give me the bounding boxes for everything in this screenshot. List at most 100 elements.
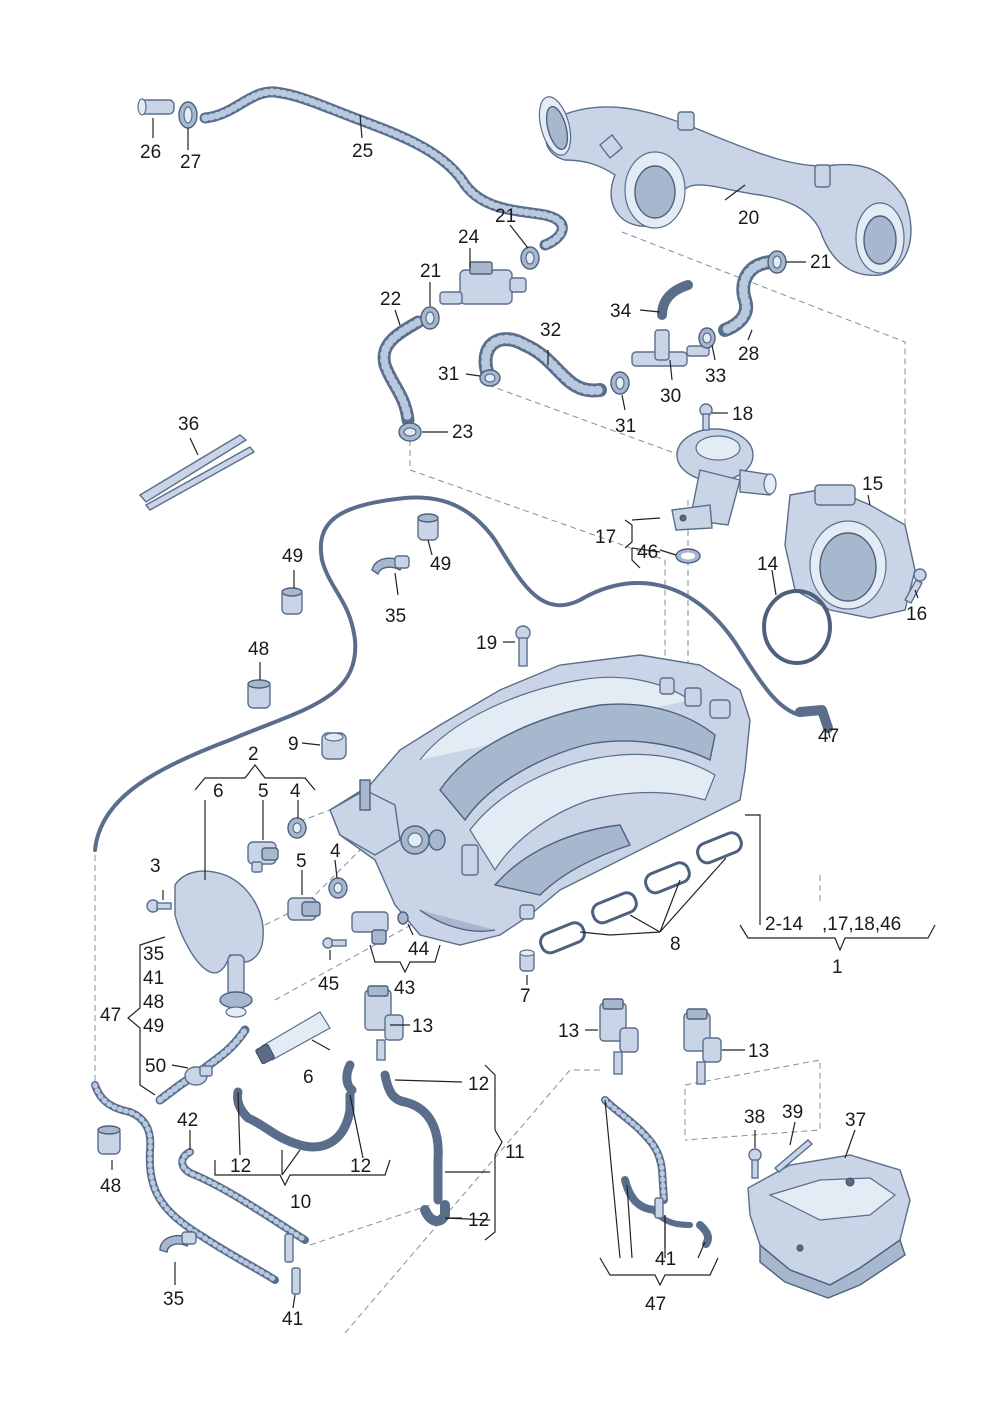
part-number-labels: 26 27 25 21 24 21 22 23 20 21 28 34 32 3… [100, 141, 927, 1330]
label-34: 34 [610, 301, 632, 322]
clip-33 [698, 327, 716, 349]
label-2-14: 2-14 [765, 914, 803, 935]
hose-28 [718, 255, 777, 337]
label-42: 42 [177, 1110, 198, 1131]
bolt-19 [515, 625, 531, 667]
solenoid-13-right [683, 1008, 722, 1085]
label-35-bottom: 35 [163, 1289, 184, 1310]
bush-49-top [417, 513, 439, 541]
bolt-38 [748, 1148, 762, 1179]
gaskets-8 [539, 831, 743, 955]
label-13-center: 13 [412, 1016, 433, 1037]
label-26: 26 [140, 142, 161, 163]
label-1: 1 [832, 957, 843, 978]
label-32: 32 [540, 320, 561, 341]
connector-41-bottom [284, 1233, 301, 1295]
label-22: 22 [380, 289, 401, 310]
label-9: 9 [288, 734, 299, 755]
label-35-top: 35 [385, 606, 406, 627]
cover-37 [747, 1154, 911, 1299]
label-15: 15 [862, 474, 883, 495]
label-50: 50 [145, 1056, 166, 1077]
label-6-bottom: 6 [303, 1067, 314, 1088]
label-20: 20 [738, 208, 759, 229]
check-valve-50 [184, 1065, 213, 1086]
clip-21-right [767, 250, 787, 274]
label-13-right: 13 [748, 1041, 769, 1062]
hose-32 [478, 332, 607, 398]
label-39: 39 [782, 1102, 803, 1123]
pcv-valve-17 [671, 428, 777, 531]
clip-27 [178, 101, 198, 129]
clip-31-right [610, 371, 630, 395]
brace-lines [127, 519, 936, 1287]
label-18: 18 [732, 404, 753, 425]
label-7: 7 [520, 986, 531, 1007]
label-4-bottom: 4 [330, 841, 341, 862]
clip-31-left [479, 369, 501, 387]
bush-48-bottom [97, 1125, 121, 1155]
label-46: 46 [637, 542, 658, 563]
vacuum-line-49 [93, 495, 822, 852]
clip-21-top [520, 246, 540, 270]
label-17-18-46: ,17,18,46 [822, 914, 901, 935]
hose-22 [377, 315, 425, 427]
label-47-left: 47 [100, 1005, 121, 1026]
label-36: 36 [178, 414, 199, 435]
label-31-right: 31 [615, 416, 636, 437]
label-5-bottom: 5 [296, 851, 307, 872]
hose-25 [199, 86, 568, 251]
label-25: 25 [352, 141, 373, 162]
label-41-right: 41 [655, 1249, 676, 1270]
solenoid-13-left [599, 998, 639, 1075]
sealant-tube-6 [255, 1011, 331, 1065]
intake-duct-20 [538, 96, 912, 276]
hose-47-middle [601, 1096, 712, 1248]
label-21-right: 21 [810, 252, 831, 273]
hose-47-right [795, 705, 833, 733]
label-30: 30 [660, 386, 681, 407]
bush-49-left [281, 587, 303, 615]
label-48-top: 48 [248, 639, 269, 660]
intake-manifold-1 [329, 654, 751, 946]
label-21-mid: 21 [420, 261, 441, 282]
clip-35-bottom [159, 1231, 197, 1253]
stud-39 [773, 1139, 814, 1173]
label-24: 24 [458, 227, 480, 248]
connector-41-right [654, 1197, 664, 1219]
label-41-bottom: 41 [282, 1309, 303, 1330]
hose-12-right [380, 1070, 450, 1226]
label-5-top: 5 [258, 781, 269, 802]
bolt-18 [699, 403, 713, 431]
label-3: 3 [150, 856, 161, 877]
label-48-left: 48 [143, 992, 164, 1013]
label-28: 28 [738, 344, 759, 365]
label-10: 10 [290, 1192, 311, 1213]
label-13-left: 13 [558, 1021, 579, 1042]
label-35-left: 35 [143, 944, 164, 965]
label-12-left: 12 [230, 1156, 251, 1177]
label-12-center: 12 [350, 1156, 371, 1177]
label-17: 17 [595, 527, 616, 548]
connector-26 [137, 98, 175, 116]
gasket-14 [762, 589, 832, 665]
label-8: 8 [670, 934, 681, 955]
label-12-bottom: 12 [468, 1210, 489, 1231]
label-23: 23 [452, 422, 473, 443]
clip-23 [398, 422, 422, 442]
label-47-right: 47 [818, 726, 839, 747]
label-48-bottom: 48 [100, 1176, 121, 1197]
label-37: 37 [845, 1110, 866, 1131]
screw-3 [146, 899, 172, 913]
o-ring-46 [675, 548, 701, 564]
label-44: 44 [408, 939, 430, 960]
label-49-left: 49 [282, 546, 303, 567]
o-ring-4-bottom [328, 877, 348, 899]
o-ring-4-top [287, 817, 307, 839]
clip-21-mid [420, 306, 440, 330]
label-49-top: 49 [430, 554, 451, 575]
sensor-5-bottom [287, 897, 321, 921]
plug-7 [519, 949, 535, 972]
label-47-bottom: 47 [645, 1294, 666, 1315]
bush-48-top [247, 679, 271, 709]
